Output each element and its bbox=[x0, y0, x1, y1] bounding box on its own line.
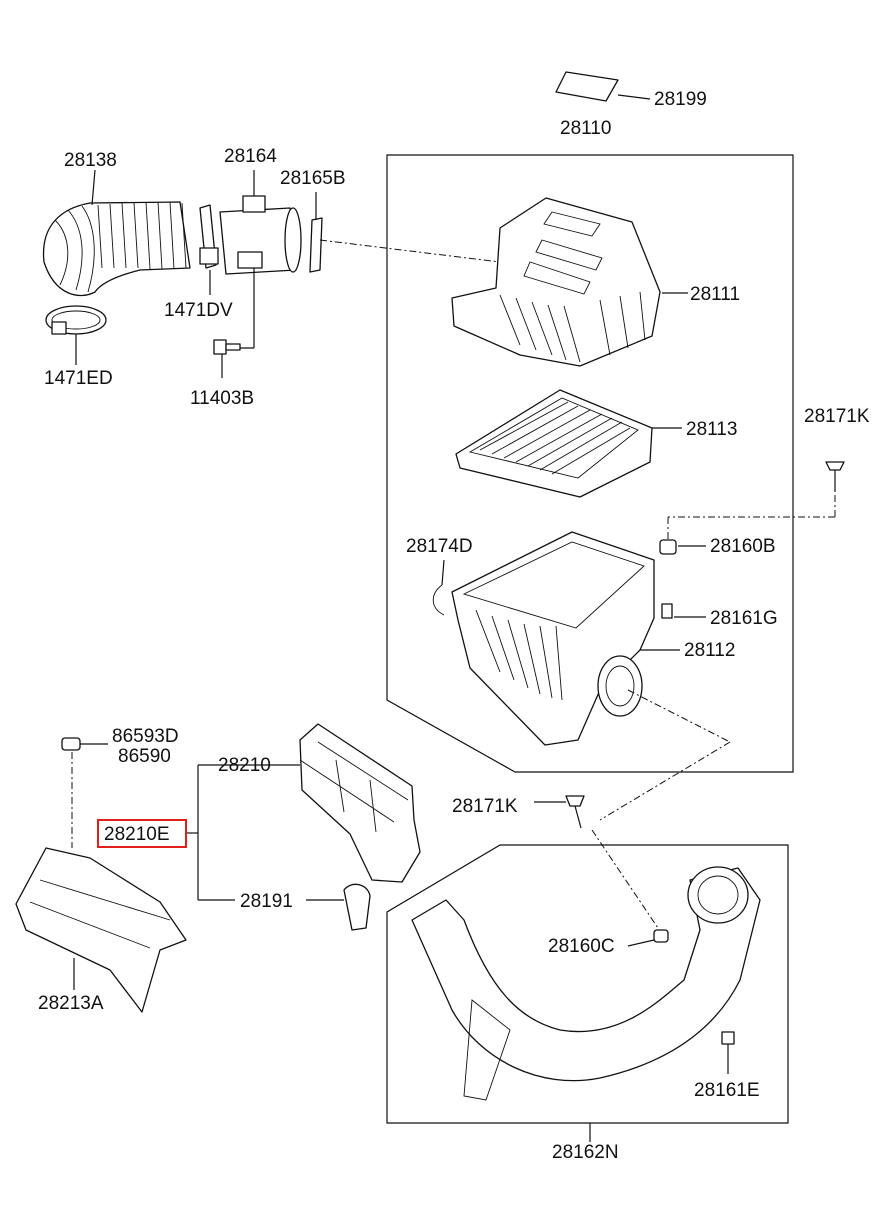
label-28160B[interactable]: 28160B bbox=[710, 536, 776, 557]
grommet-28160b-part bbox=[659, 539, 706, 555]
label-86590[interactable]: 86590 bbox=[118, 746, 171, 767]
label-28171K-bottom[interactable]: 28171K bbox=[452, 796, 518, 817]
label-28174D[interactable]: 28174D bbox=[406, 536, 473, 557]
air-filter-part bbox=[455, 389, 682, 498]
label-28112[interactable]: 28112 bbox=[684, 640, 735, 661]
label-11403B[interactable]: 11403B bbox=[190, 388, 254, 409]
heat-shield-part bbox=[15, 847, 187, 1013]
grommet-28160c-part bbox=[627, 929, 669, 947]
label-28199[interactable]: 28199 bbox=[654, 89, 707, 110]
label-28165B[interactable]: 28165B bbox=[280, 168, 346, 189]
label-28160C[interactable]: 28160C bbox=[548, 936, 615, 957]
label-28213A[interactable]: 28213A bbox=[38, 993, 104, 1014]
label-28110[interactable]: 28110 bbox=[560, 118, 611, 139]
clamp-1471dv-part bbox=[199, 204, 219, 295]
air-cleaner-lower-case-part bbox=[451, 531, 731, 821]
gasket-part bbox=[309, 192, 501, 273]
label-28161E[interactable]: 28161E bbox=[694, 1080, 760, 1101]
intake-duct-part bbox=[411, 866, 761, 1142]
label-28171K-top[interactable]: 28171K bbox=[804, 406, 870, 427]
bolt-86593d-part bbox=[61, 737, 108, 848]
label-86593D[interactable]: 86593D bbox=[112, 726, 179, 747]
highlight-box bbox=[97, 819, 187, 848]
label-28111[interactable]: 28111 bbox=[690, 284, 740, 305]
bracket-28210e-lines bbox=[186, 765, 235, 901]
label-28210E[interactable]: 28210E bbox=[104, 824, 170, 845]
bolt-11403b-part bbox=[213, 339, 241, 378]
label-sticker-part bbox=[555, 71, 651, 102]
intake-duct-assembly-box bbox=[386, 844, 789, 1124]
air-flow-sensor-part bbox=[219, 170, 302, 349]
resonator-part bbox=[306, 883, 371, 931]
collar-28161e-part bbox=[721, 1031, 735, 1074]
label-28162N[interactable]: 28162N bbox=[552, 1142, 619, 1163]
bolt-28171k-bottom-part bbox=[534, 795, 663, 935]
label-28164[interactable]: 28164 bbox=[224, 146, 277, 167]
label-1471DV[interactable]: 1471DV bbox=[164, 300, 233, 321]
air-cleaner-assembly-box bbox=[386, 154, 794, 773]
intake-hose-part bbox=[42, 169, 191, 297]
label-28191[interactable]: 28191 bbox=[240, 891, 293, 912]
label-28113[interactable]: 28113 bbox=[686, 419, 737, 440]
air-duct-part bbox=[198, 723, 421, 883]
label-28138[interactable]: 28138 bbox=[64, 150, 117, 171]
air-cleaner-cover-part bbox=[451, 197, 688, 367]
hose-clamp-part bbox=[45, 305, 107, 365]
clip-28174d-part bbox=[432, 559, 445, 616]
label-28210[interactable]: 28210 bbox=[218, 755, 271, 776]
collar-28161g-part bbox=[661, 603, 706, 619]
bolt-28171k-top-part bbox=[667, 461, 845, 540]
label-28161G[interactable]: 28161G bbox=[710, 608, 778, 629]
label-1471ED[interactable]: 1471ED bbox=[44, 368, 113, 389]
